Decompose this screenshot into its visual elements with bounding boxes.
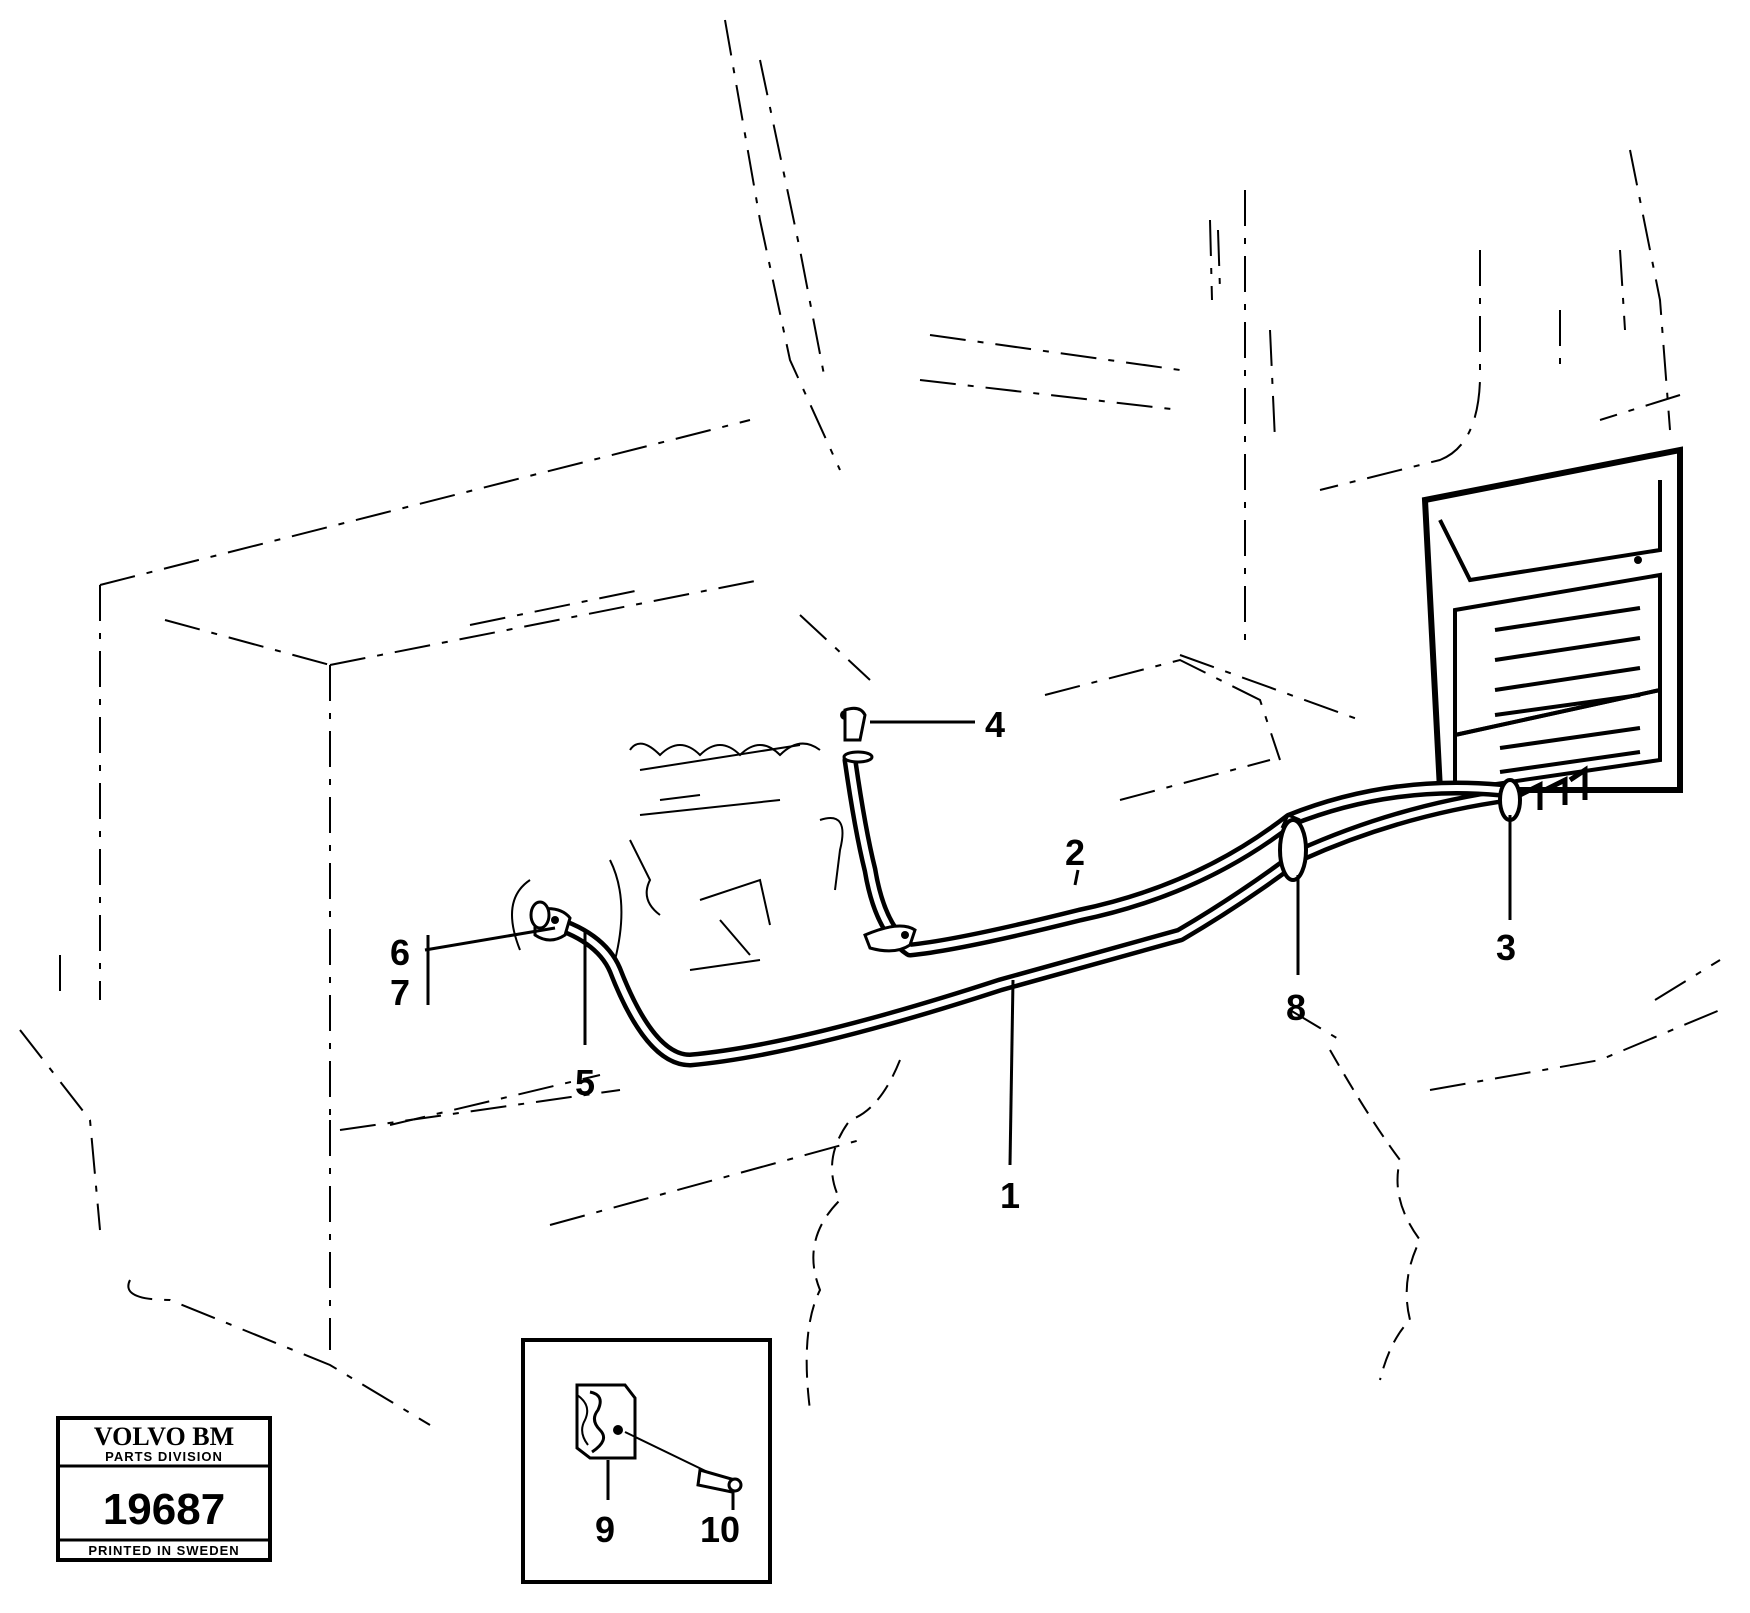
callout-10: 10 [700, 1509, 740, 1550]
hose-assembly [529, 706, 1588, 1068]
callout-4: 4 [985, 704, 1005, 745]
callout-7: 7 [390, 972, 410, 1013]
callout-5: 5 [575, 1062, 595, 1103]
hose-end-fitting-6-7 [529, 900, 551, 930]
callout-labels: 1 2 3 4 5 6 7 8 [390, 704, 1516, 1216]
callout-3: 3 [1496, 927, 1516, 968]
stamp-brand: VOLVO BM [94, 1422, 234, 1451]
clamp-8 [1278, 813, 1308, 882]
clamp-mid [863, 924, 917, 953]
callout-8: 8 [1286, 987, 1306, 1028]
inset-frame [521, 1338, 772, 1584]
machine-outline [19, 19, 1721, 1426]
stamp-division: PARTS DIVISION [105, 1449, 223, 1464]
valve-tap-4 [840, 706, 874, 764]
clamp-block-9 [575, 1383, 637, 1460]
callout-6: 6 [390, 932, 410, 973]
callout-9: 9 [595, 1509, 615, 1550]
radiator [1421, 446, 1683, 793]
leader-lines [424, 720, 1512, 1166]
stamp-number: 19687 [103, 1485, 225, 1534]
callout-2: 2 [1065, 832, 1085, 873]
parts-stamp: VOLVO BM PARTS DIVISION 19687 PRINTED IN… [56, 1416, 272, 1562]
stamp-printed: PRINTED IN SWEDEN [88, 1543, 239, 1558]
callout-1: 1 [1000, 1175, 1020, 1216]
inset-detail: 9 10 [521, 1338, 772, 1584]
